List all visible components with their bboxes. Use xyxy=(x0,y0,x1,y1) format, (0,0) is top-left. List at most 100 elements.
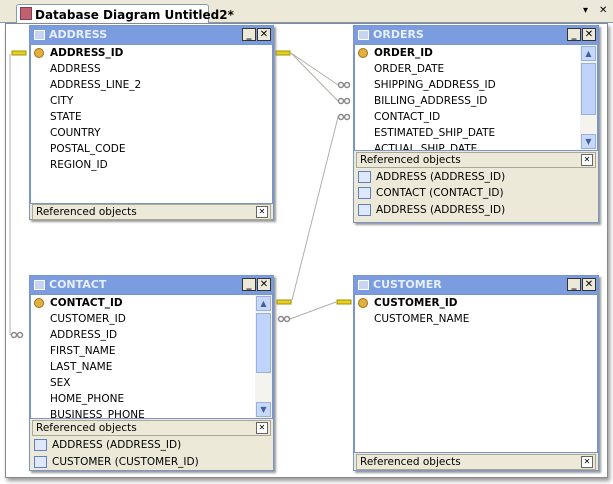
ref-label: Referenced objects xyxy=(36,422,137,434)
referenced-objects-bar: Referenced objects ✕ xyxy=(356,454,596,470)
ref-name: ADDRESS (ADDRESS_ID) xyxy=(376,204,506,216)
primary-key-row[interactable]: ADDRESS_ID xyxy=(31,45,272,61)
table-address[interactable]: ADDRESS _✕ ADDRESS_ID ADDRESS ADDRESS_LI… xyxy=(29,25,274,220)
close-refs-button[interactable]: ✕ xyxy=(581,154,593,166)
column-row[interactable]: BILLING_ADDRESS_ID xyxy=(374,95,488,107)
scroll-up-button[interactable]: ▲ xyxy=(581,46,596,61)
table-icon xyxy=(358,204,371,216)
key-icon xyxy=(358,48,368,58)
tab-database-diagram[interactable]: Database Diagram Untitled2* xyxy=(16,4,234,24)
column-name: ADDRESS_ID xyxy=(50,47,124,59)
column-row[interactable]: ADDRESS xyxy=(50,63,101,75)
close-refs-button[interactable]: ✕ xyxy=(256,206,268,218)
referenced-objects-bar: Referenced objects ✕ xyxy=(356,152,596,168)
scroll-thumb[interactable] xyxy=(581,63,596,115)
close-refs-button[interactable]: ✕ xyxy=(581,456,593,468)
scrollbar[interactable]: ▲ ▼ xyxy=(255,295,272,418)
relationship-line xyxy=(289,301,337,320)
minimize-button[interactable]: _ xyxy=(242,28,256,41)
key-icon xyxy=(358,298,368,308)
table-orders[interactable]: ORDERS _✕ ORDER_ID ORDER_DATE SHIPPING_A… xyxy=(353,25,599,223)
ref-name: CONTACT (CONTACT_ID) xyxy=(376,187,504,199)
column-row[interactable]: ACTUAL_SHIP_DATE xyxy=(374,143,478,151)
table-name: CUSTOMER xyxy=(373,278,442,291)
referenced-objects-bar: Referenced objects ✕ xyxy=(32,420,271,436)
link-connector-icon xyxy=(277,315,291,323)
minimize-button[interactable]: _ xyxy=(242,278,256,291)
minimize-button[interactable]: _ xyxy=(567,278,581,291)
ref-label: Referenced objects xyxy=(360,456,461,468)
referenced-object-item[interactable]: ADDRESS (ADDRESS_ID) xyxy=(358,169,505,185)
column-row[interactable]: HOME_PHONE xyxy=(50,393,125,405)
table-header[interactable]: CUSTOMER _✕ xyxy=(354,276,598,294)
table-icon xyxy=(358,280,369,290)
scroll-down-button[interactable]: ▼ xyxy=(581,134,596,149)
tab-title: Database Diagram Untitled2* xyxy=(35,8,234,22)
ref-label: Referenced objects xyxy=(36,206,137,218)
primary-key-row[interactable]: ORDER_ID xyxy=(355,45,597,61)
column-row[interactable]: LAST_NAME xyxy=(50,361,113,373)
relationship-line xyxy=(290,52,339,102)
column-row[interactable]: CONTACT_ID xyxy=(374,111,441,123)
column-row[interactable]: BUSINESS_PHONE xyxy=(50,409,145,419)
scroll-up-button[interactable]: ▲ xyxy=(256,296,271,311)
table-icon xyxy=(34,30,45,40)
primary-key-row[interactable]: CUSTOMER_ID xyxy=(355,295,597,311)
key-connector-icon xyxy=(11,50,27,56)
column-row[interactable]: REGION_ID xyxy=(50,159,108,171)
column-row[interactable]: CUSTOMER_NAME xyxy=(374,313,470,325)
column-row[interactable]: CUSTOMER_ID xyxy=(50,313,126,325)
key-connector-icon xyxy=(276,299,292,305)
close-icon[interactable]: ✕ xyxy=(599,5,608,16)
key-connector-icon xyxy=(336,299,352,305)
column-row[interactable]: ADDRESS_ID xyxy=(50,329,118,341)
table-header[interactable]: CONTACT _✕ xyxy=(30,276,273,294)
referenced-object-item[interactable]: ADDRESS (ADDRESS_ID) xyxy=(34,437,181,453)
table-customer[interactable]: CUSTOMER _✕ CUSTOMER_ID CUSTOMER_NAME Re… xyxy=(353,275,599,471)
column-row[interactable]: FIRST_NAME xyxy=(50,345,116,357)
close-button[interactable]: ✕ xyxy=(257,28,271,41)
scroll-down-button[interactable]: ▼ xyxy=(256,402,271,417)
table-contact[interactable]: CONTACT _✕ CONTACT_ID CUSTOMER_ID ADDRES… xyxy=(29,275,274,471)
referenced-object-item[interactable]: CONTACT (CONTACT_ID) xyxy=(358,185,504,201)
tab-menu-icon[interactable]: ▾ xyxy=(583,5,589,16)
column-name: CONTACT_ID xyxy=(50,297,123,309)
table-icon xyxy=(34,456,47,468)
table-header[interactable]: ADDRESS _✕ xyxy=(30,26,273,44)
column-row[interactable]: ADDRESS_LINE_2 xyxy=(50,79,142,91)
column-row[interactable]: POSTAL_CODE xyxy=(50,143,126,155)
diagram-icon xyxy=(20,7,32,20)
column-row[interactable]: ORDER_DATE xyxy=(374,63,445,75)
column-list: CONTACT_ID CUSTOMER_ID ADDRESS_ID FIRST_… xyxy=(30,294,273,419)
ref-label: Referenced objects xyxy=(360,154,461,166)
table-icon xyxy=(34,280,45,290)
close-button[interactable]: ✕ xyxy=(257,278,271,291)
key-icon xyxy=(34,48,44,58)
column-row[interactable]: STATE xyxy=(50,111,82,123)
referenced-object-item[interactable]: CUSTOMER (CUSTOMER_ID) xyxy=(34,454,199,470)
primary-key-row[interactable]: CONTACT_ID xyxy=(31,295,272,311)
column-row[interactable]: SEX xyxy=(50,377,71,389)
scrollbar[interactable]: ▲ ▼ xyxy=(580,45,597,150)
table-icon xyxy=(34,439,47,451)
minimize-button[interactable]: _ xyxy=(567,28,581,41)
table-name: ADDRESS xyxy=(49,28,108,41)
close-refs-button[interactable]: ✕ xyxy=(256,422,268,434)
column-row[interactable]: COUNTRY xyxy=(50,127,101,139)
close-button[interactable]: ✕ xyxy=(582,278,596,291)
referenced-objects-bar: Referenced objects ✕ xyxy=(32,204,271,220)
key-icon xyxy=(34,298,44,308)
column-name: CUSTOMER_ID xyxy=(374,297,458,309)
table-header[interactable]: ORDERS _✕ xyxy=(354,26,598,44)
ref-name: ADDRESS (ADDRESS_ID) xyxy=(52,439,182,451)
scroll-thumb[interactable] xyxy=(256,313,271,373)
referenced-object-item[interactable]: ADDRESS (ADDRESS_ID) xyxy=(358,202,505,218)
column-row[interactable]: ESTIMATED_SHIP_DATE xyxy=(374,127,496,139)
close-button[interactable]: ✕ xyxy=(582,28,596,41)
key-connector-icon xyxy=(275,50,291,56)
table-name: ORDERS xyxy=(373,28,424,41)
column-row[interactable]: SHIPPING_ADDRESS_ID xyxy=(374,79,496,91)
link-connector-icon xyxy=(10,331,24,339)
column-row[interactable]: CITY xyxy=(50,95,74,107)
table-icon xyxy=(358,171,371,183)
